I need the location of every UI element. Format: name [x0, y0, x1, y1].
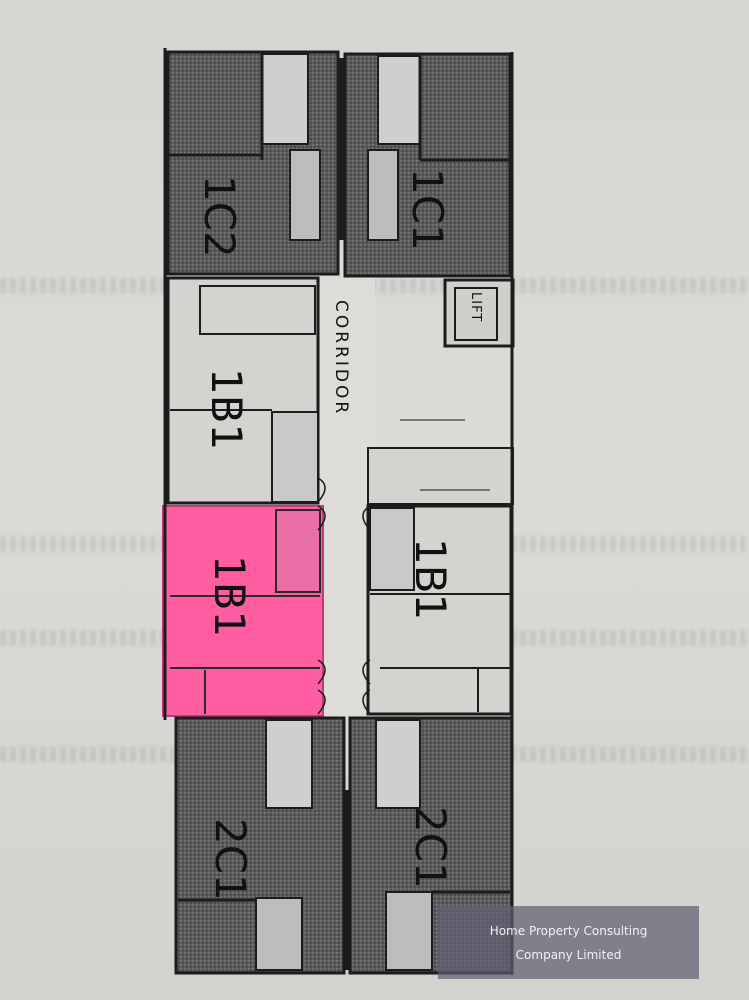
bathroom — [289, 149, 321, 241]
corridor-floor — [320, 255, 375, 775]
unit-label: 1B1 — [406, 538, 455, 620]
bathroom — [261, 53, 309, 145]
bathroom — [385, 891, 433, 971]
watermark-line2: Company Limited — [515, 947, 622, 962]
door-swings — [317, 477, 371, 715]
watermark-line1: Home Property Consulting — [489, 923, 648, 938]
lift[interactable]: LIFT — [443, 278, 515, 348]
corridor-label: CORRIDOR — [331, 300, 351, 416]
bathroom — [369, 507, 415, 591]
unit-1B1-b[interactable]: 1B1 — [162, 505, 324, 717]
bathroom — [265, 719, 313, 809]
bathroom — [271, 411, 319, 503]
balcony — [199, 285, 316, 335]
watermark: Home Property Consulting Company Limited — [438, 906, 699, 979]
unit-1B1-c[interactable]: 1B1 — [366, 504, 513, 716]
bathroom — [377, 55, 421, 145]
unit-1C1[interactable]: 1C1 — [343, 52, 512, 278]
unit-label: 2C1 — [406, 806, 455, 889]
unit-label: 1B1 — [205, 555, 254, 637]
bathroom — [275, 509, 321, 593]
utility-area — [367, 419, 514, 505]
unit-label: 1C1 — [403, 168, 452, 251]
unit-label: 1C2 — [195, 175, 244, 258]
unit-label: 1B1 — [202, 368, 251, 450]
unit-2C1-a[interactable]: 2C1 — [174, 716, 346, 975]
unit-label: 2C1 — [206, 818, 255, 901]
bathroom — [367, 149, 399, 241]
lift-label: LIFT — [468, 292, 483, 322]
unit-1C2[interactable]: 1C2 — [166, 50, 340, 276]
bathroom — [255, 897, 303, 971]
unit-1B1-a[interactable]: 1B1 — [166, 276, 320, 505]
bathroom — [375, 719, 421, 809]
